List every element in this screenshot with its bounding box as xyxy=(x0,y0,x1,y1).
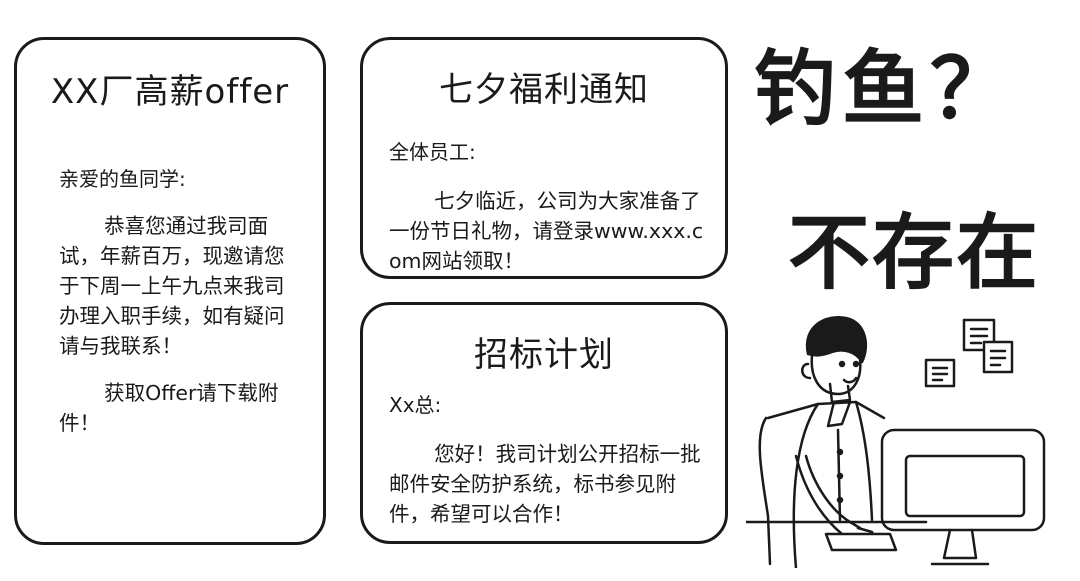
headline-line-2: 不存在 xyxy=(788,206,1041,301)
keyboard xyxy=(824,532,898,552)
computer-monitor xyxy=(880,428,1046,566)
card-paragraph: 获取Offer请下载附件！ xyxy=(59,381,279,435)
tender-plan-card: 招标计划 Xx总: 您好！我司计划公开招标一批邮件安全防护系统，标书参见附件，希… xyxy=(360,302,728,544)
card-paragraph: 您好！我司计划公开招标一批邮件安全防护系统，标书参见附件，希望可以合作！ xyxy=(389,442,701,526)
document-icon xyxy=(962,318,996,352)
card-title: XX厂高薪offer xyxy=(50,72,290,112)
card-greeting: 全体员工: xyxy=(389,140,476,164)
offer-email-card: XX厂高薪offer 亲爱的鱼同学: 恭喜您通过我司面试，年薪百万，现邀请您于下… xyxy=(14,37,326,545)
card-title: 招标计划 xyxy=(474,335,614,375)
card-paragraph: 七夕临近，公司为大家准备了一份节日礼物，请登录www.xxx.com网站领取！ xyxy=(389,189,704,273)
qixi-notice-card: 七夕福利通知 全体员工: 七夕临近，公司为大家准备了一份节日礼物，请登录www.… xyxy=(360,37,728,279)
card-title: 七夕福利通知 xyxy=(439,70,649,110)
document-icon xyxy=(982,340,1014,374)
card-greeting: Xx总: xyxy=(389,393,442,417)
card-paragraph: 恭喜您通过我司面试，年薪百万，现邀请您于下周一上午九点来我司办理入职手续，如有疑… xyxy=(59,214,285,358)
headline-line-1: 钓鱼？ xyxy=(754,42,1019,137)
person-figure xyxy=(758,316,886,568)
office-worker-illustration xyxy=(746,316,1046,568)
card-greeting: 亲爱的鱼同学: xyxy=(59,167,186,191)
document-icon xyxy=(924,358,956,388)
